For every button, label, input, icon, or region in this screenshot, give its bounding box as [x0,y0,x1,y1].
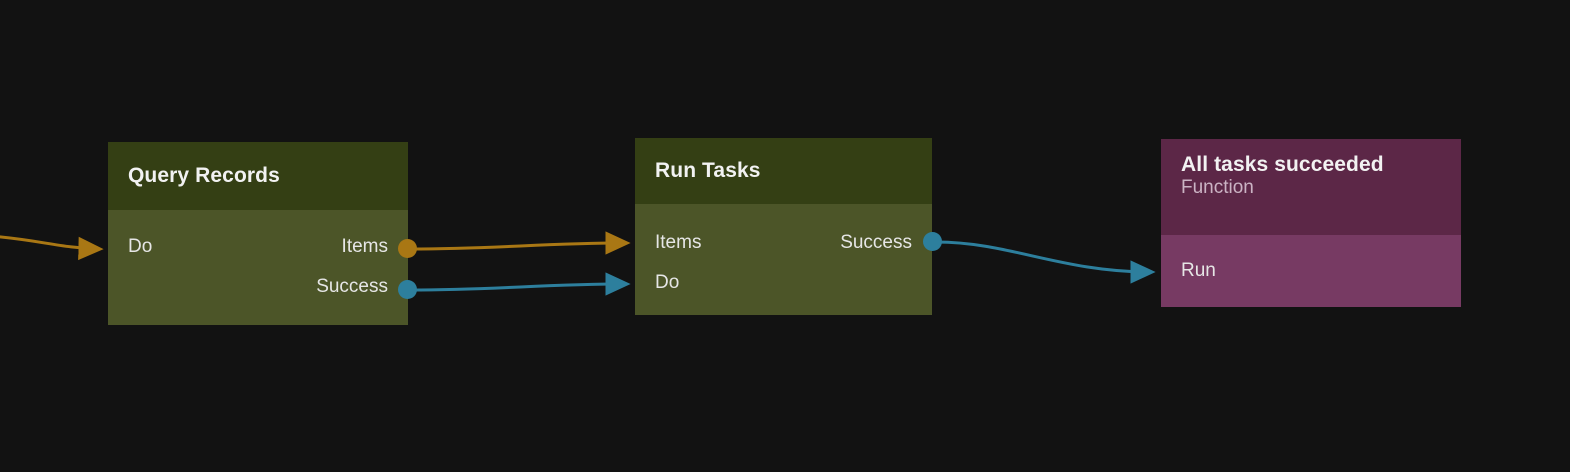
node-run-tasks[interactable]: Run Tasks Items Do Success [635,138,932,315]
node-body[interactable]: Run [1161,235,1461,307]
input-port-do[interactable]: Do [655,270,679,296]
node-body[interactable]: Do Items Success [108,210,408,325]
port-dot-success-out[interactable] [398,280,417,299]
node-title: All tasks succeeded [1181,153,1384,176]
node-header[interactable]: Run Tasks [635,138,932,204]
edge-success-run [935,240,1156,284]
node-header[interactable]: All tasks succeeded Function [1161,139,1461,235]
input-port-do[interactable]: Do [128,234,152,260]
port-label: Success [840,232,912,253]
input-port-items[interactable]: Items [655,230,701,256]
node-header[interactable]: Query Records [108,142,408,210]
port-label: Do [128,236,153,257]
edge-incoming-do [0,235,104,261]
input-port-run[interactable]: Run [1181,258,1216,284]
port-label: Items [341,236,388,257]
edge-success-do [409,272,631,296]
node-title: Run Tasks [655,158,761,182]
port-label: Success [316,276,388,297]
port-dot-items-out[interactable] [398,239,417,258]
node-subtitle: Function [1181,177,1254,199]
port-label: Do [655,272,680,293]
port-label: Run [1181,260,1216,281]
output-port-items[interactable]: Items [342,234,388,260]
node-body[interactable]: Items Do Success [635,204,932,315]
node-title: Query Records [128,163,280,187]
port-label: Items [655,232,702,253]
edge-items-items [409,231,631,255]
output-port-success[interactable]: Success [316,274,388,300]
output-port-success[interactable]: Success [840,230,912,256]
port-dot-success-out[interactable] [923,232,942,251]
node-all-tasks-succeeded[interactable]: All tasks succeeded Function Run [1161,139,1461,307]
node-query-records[interactable]: Query Records Do Items Success [108,142,408,325]
